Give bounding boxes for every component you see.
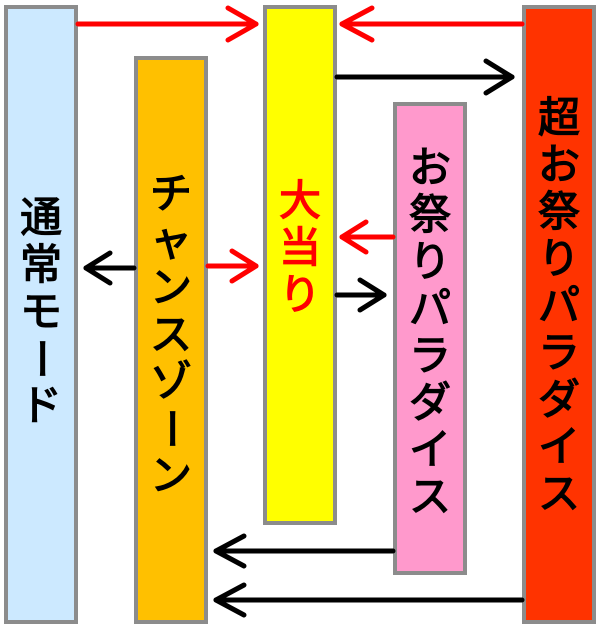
- state-jackpot: 大当り: [263, 5, 337, 525]
- state-paradise: お祭りパラダイス: [393, 102, 467, 575]
- label-char: ス: [537, 469, 580, 519]
- label-char: ダ: [408, 378, 451, 428]
- label-char: 大: [278, 176, 321, 225]
- label-char: お: [537, 140, 580, 190]
- arrow-chance-to-normal: [83, 250, 137, 286]
- label-char: 祭: [408, 190, 451, 240]
- label-char: ラ: [408, 331, 451, 381]
- label-char: イ: [408, 425, 451, 475]
- arrow-super-paradise-to-chance: [213, 582, 525, 618]
- label-char: お: [408, 143, 451, 192]
- label-char: ャ: [149, 216, 192, 266]
- label-char: パ: [408, 284, 451, 334]
- label-char: り: [408, 237, 451, 287]
- label-char: り: [537, 234, 580, 284]
- state-normal-mode-label: 通常モード: [8, 194, 74, 429]
- label-char: 通: [19, 193, 62, 242]
- label-char: ド: [19, 381, 62, 431]
- state-paradise-label: お祭りパラダイス: [397, 144, 463, 520]
- arrow-jackpot-to-paradise: [334, 277, 387, 313]
- label-char: 常: [19, 240, 62, 290]
- state-jackpot-label: 大当り: [267, 177, 333, 318]
- label-char: り: [278, 270, 321, 320]
- label-char: チ: [149, 169, 192, 218]
- label-char: 超: [537, 93, 580, 142]
- state-normal-mode: 通常モード: [4, 5, 78, 624]
- label-char: パ: [537, 281, 580, 331]
- arrow-jackpot-to-super-paradise: [334, 58, 515, 96]
- label-char: イ: [537, 422, 580, 472]
- label-char: ス: [408, 472, 451, 522]
- state-super-paradise: 超お祭りパラダイス: [522, 5, 596, 624]
- arrow-normal-to-jackpot: [75, 5, 259, 43]
- label-char: ス: [149, 310, 192, 360]
- arrow-paradise-to-chance: [213, 533, 396, 569]
- arrow-paradise-to-jackpot: [339, 219, 396, 255]
- label-char: ン: [149, 263, 192, 313]
- state-chance-zone-label: チャンスゾーン: [138, 170, 204, 499]
- label-char: ダ: [537, 375, 580, 425]
- state-chance-zone: チャンスゾーン: [134, 56, 208, 624]
- label-char: ラ: [537, 328, 580, 378]
- label-char: 祭: [537, 187, 580, 237]
- state-super-paradise-label: 超お祭りパラダイス: [526, 94, 592, 517]
- arrow-super-paradise-to-jackpot: [339, 5, 525, 43]
- arrow-chance-to-jackpot: [205, 248, 259, 284]
- label-char: 当: [278, 223, 321, 273]
- label-char: ン: [149, 451, 192, 501]
- label-char: モ: [19, 287, 62, 337]
- label-char: ゾ: [149, 357, 192, 407]
